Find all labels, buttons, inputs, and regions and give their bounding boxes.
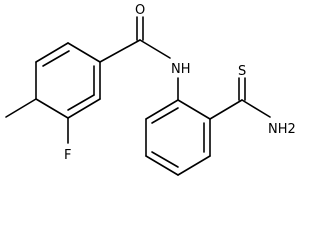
ring-to-carbonyl-bond <box>99 39 141 63</box>
ring-a-bond-2 <box>35 42 69 63</box>
chemical-structure-diagram: F O NH S NH2 <box>5 3 296 176</box>
ring-a-inner-double-2 <box>67 94 95 111</box>
ring-b-inner-double-3 <box>151 107 179 124</box>
oxygen-atom-label: O <box>135 3 145 18</box>
ring-b-bond-3 <box>177 155 211 176</box>
ring-a-bond-5 <box>67 98 101 119</box>
thioamide-nh2-label: NH2 <box>268 122 296 137</box>
ring-b-bond-6 <box>145 99 179 120</box>
ring-a-bond-1 <box>67 42 101 63</box>
fluorine-atom-label: F <box>64 148 71 163</box>
amide-nh-label: NH <box>171 62 191 77</box>
ring-a-bond-4 <box>35 98 69 119</box>
ring-b-bond-1 <box>177 99 211 120</box>
ring-b-bond-4 <box>145 155 179 176</box>
benzene-ring-b <box>145 99 211 176</box>
sulfur-atom-label: S <box>238 64 246 79</box>
fluoro-methyl-benzene-ring <box>35 42 101 119</box>
ring-to-thiocarbonyl-bond <box>209 99 243 120</box>
ring-a-inner-double-1 <box>42 50 70 67</box>
thiocarbonyl-to-nh2-bond <box>241 99 271 118</box>
ring-b-inner-double-2 <box>151 151 179 168</box>
carbonyl-to-nitrogen-bond <box>139 39 171 59</box>
methyl-bond <box>5 98 37 118</box>
